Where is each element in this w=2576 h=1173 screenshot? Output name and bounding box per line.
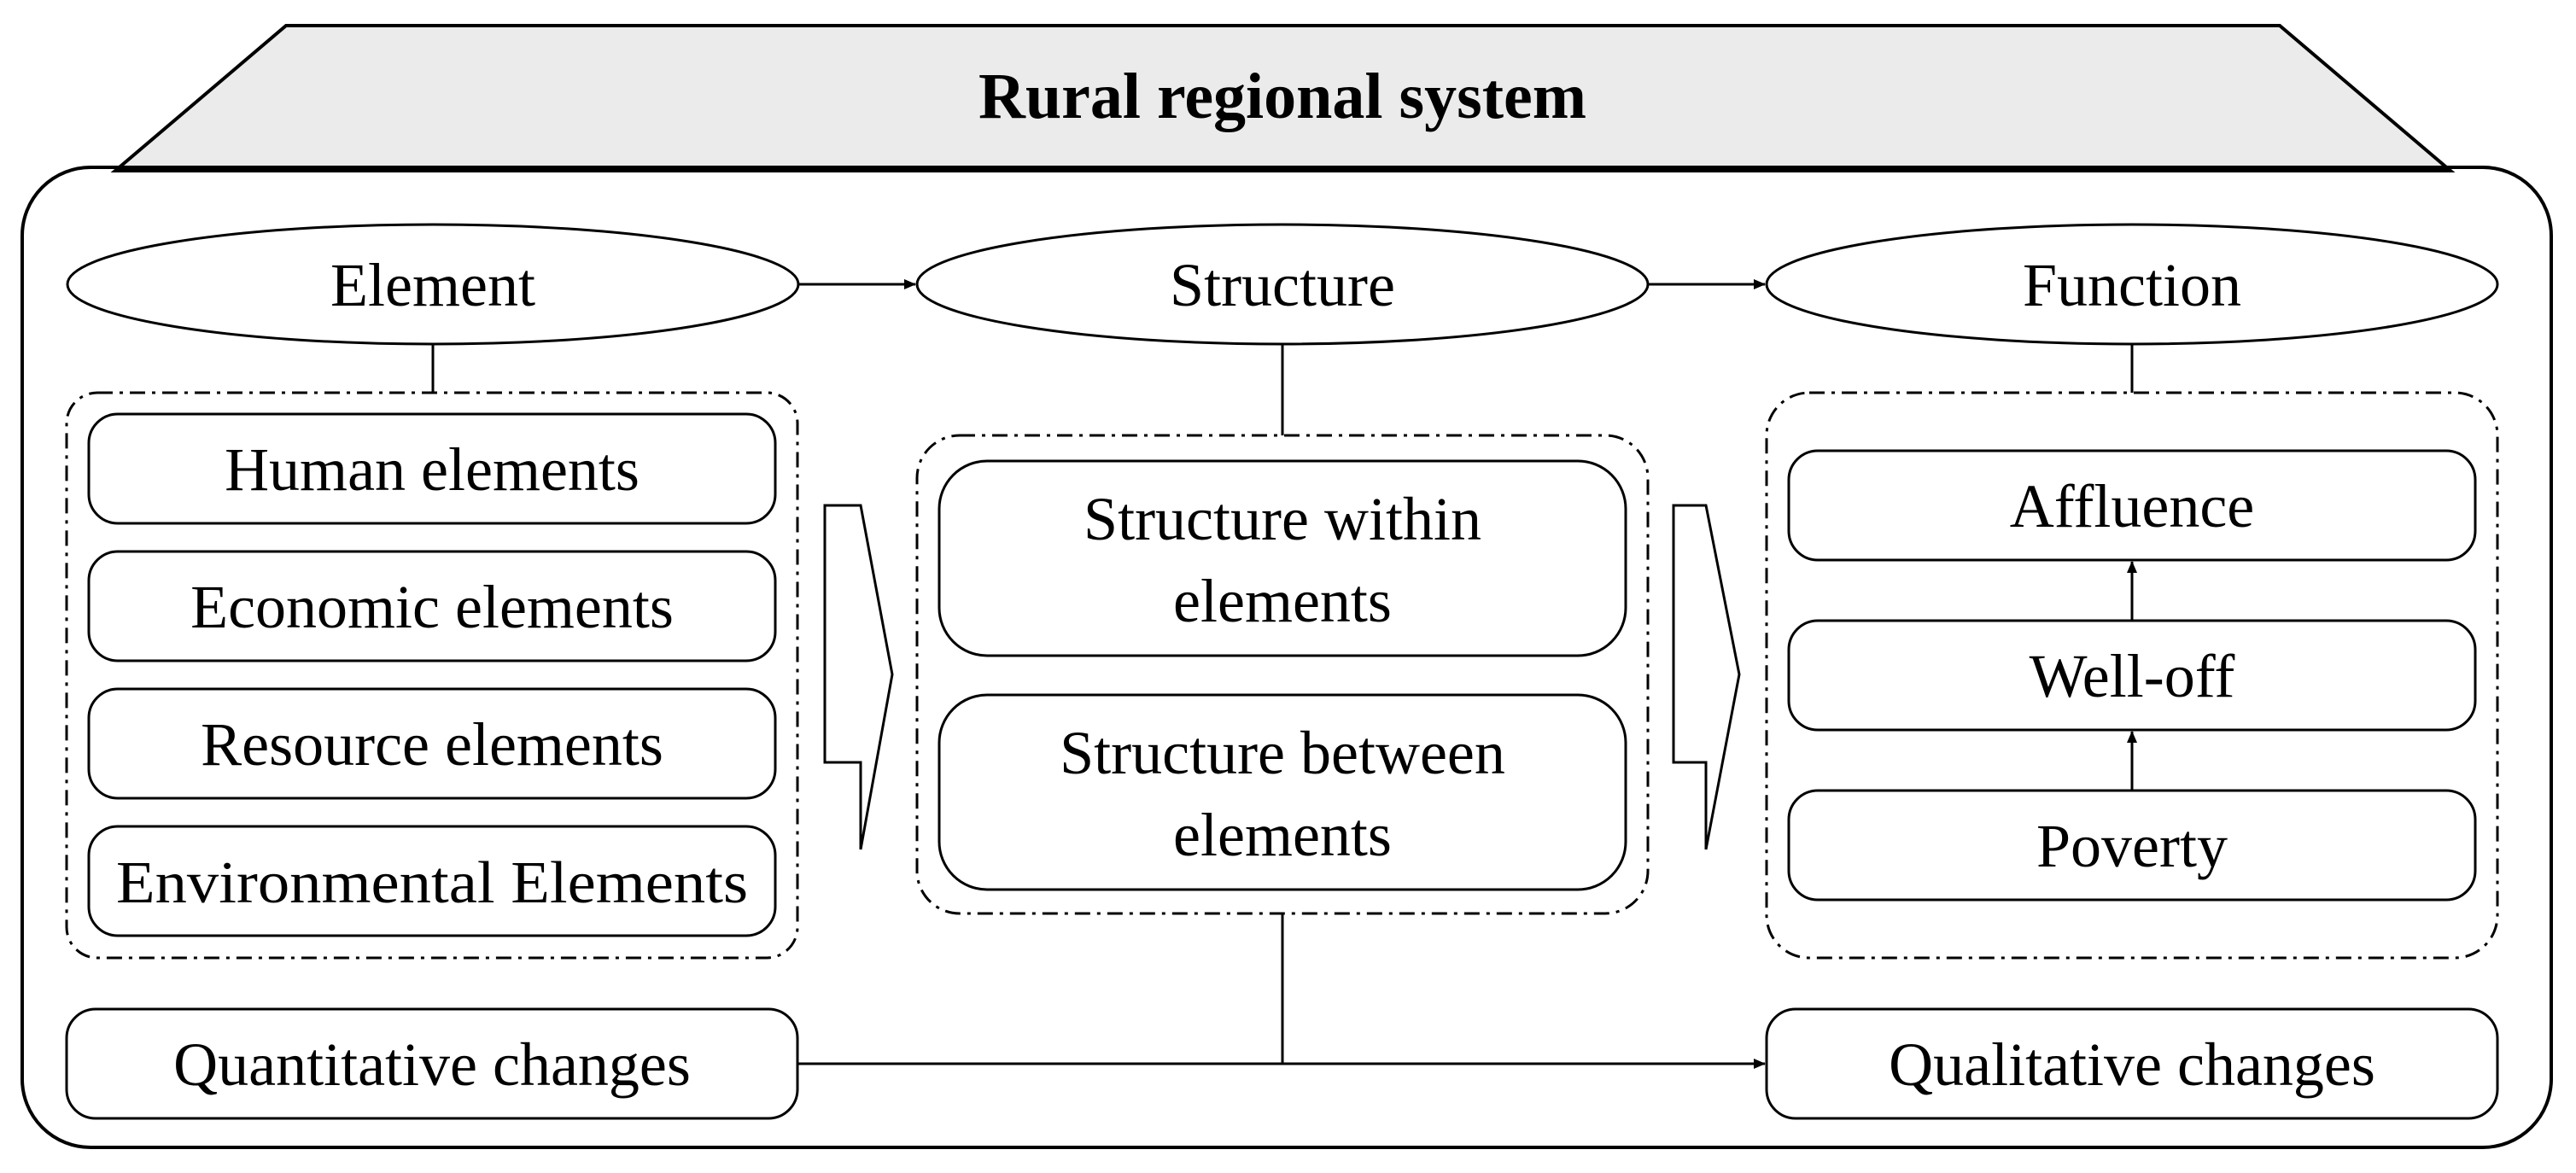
structure-item-line: Structure within [1084, 485, 1481, 553]
quantitative-changes-box: Quantitative changes [65, 1007, 799, 1120]
function-item: Affluence [1787, 449, 2477, 562]
element-item: Economic elements [87, 550, 777, 662]
element-to-structure-chevron [823, 504, 894, 850]
qualitative-changes-box: Qualitative changes [1765, 1007, 2499, 1120]
element-item: Human elements [87, 412, 777, 525]
structure-header: Structure [1170, 251, 1395, 319]
function-item-label: Affluence [2010, 472, 2255, 540]
function-item: Well-off [1787, 619, 2477, 732]
function-item-label: Well-off [2030, 642, 2235, 710]
system-container [20, 166, 2553, 1149]
element-item-label: Resource elements [201, 710, 663, 779]
element-group [65, 391, 799, 960]
element-item-label: Human elements [225, 435, 640, 504]
diagram-title: Rural regional system [978, 61, 1586, 132]
structure-item: Structure between elements [938, 693, 1627, 891]
structure-item-line: elements [1173, 801, 1392, 869]
element-item-label: Economic elements [190, 573, 674, 641]
quantitative-changes-label: Quantitative changes [173, 1030, 691, 1099]
element-item: Resource elements [87, 687, 777, 800]
function-item: Poverty [1787, 789, 2477, 902]
qualitative-changes-label: Qualitative changes [1889, 1030, 2375, 1099]
roof-shape [110, 24, 2456, 172]
element-header: Element [330, 251, 535, 319]
element-item: Environmental Elements [87, 825, 777, 937]
function-header: Function [2023, 251, 2241, 319]
element-item-label: Environmental Elements [116, 850, 748, 916]
structure-to-function-chevron [1672, 504, 1741, 850]
structure-item: Structure within elements [938, 459, 1627, 657]
function-item-label: Poverty [2036, 812, 2228, 880]
structure-item-line: Structure between [1060, 719, 1505, 787]
function-group [1765, 391, 2499, 960]
structure-item-line: elements [1173, 567, 1392, 635]
